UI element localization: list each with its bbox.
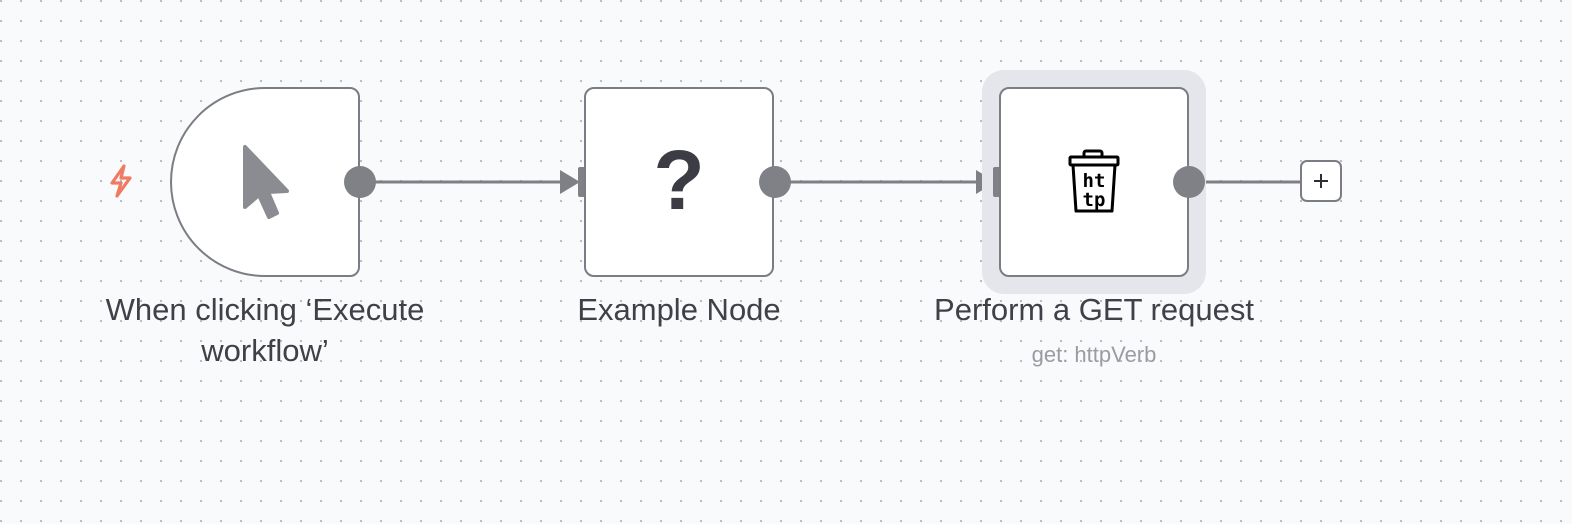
http-request-node[interactable]: ht tp: [999, 87, 1189, 277]
http-node-label: Perform a GET request: [934, 292, 1254, 327]
plus-icon: [1314, 174, 1328, 188]
mouse-pointer-icon: [243, 145, 289, 219]
trigger-output-handle[interactable]: [344, 166, 376, 198]
lightning-bolt-icon: [110, 164, 132, 198]
http-icon-text-bottom: tp: [1083, 189, 1106, 211]
connection-arrowhead: [560, 170, 580, 194]
example-node[interactable]: ?: [584, 87, 774, 277]
question-mark-icon: ?: [653, 133, 705, 227]
http-trash-can-icon: ht tp: [1068, 149, 1120, 213]
http-icon-text-top: ht: [1083, 170, 1106, 192]
trigger-node-label: When clicking ‘Execute workflow’: [105, 292, 425, 368]
example-node-label: Example Node: [577, 292, 781, 327]
example-output-handle[interactable]: [759, 166, 791, 198]
add-node-button[interactable]: [1300, 160, 1342, 202]
http-node-sublabel: get: httpVerb: [1031, 342, 1157, 367]
trigger-node[interactable]: [170, 87, 360, 277]
http-output-handle[interactable]: [1173, 166, 1205, 198]
